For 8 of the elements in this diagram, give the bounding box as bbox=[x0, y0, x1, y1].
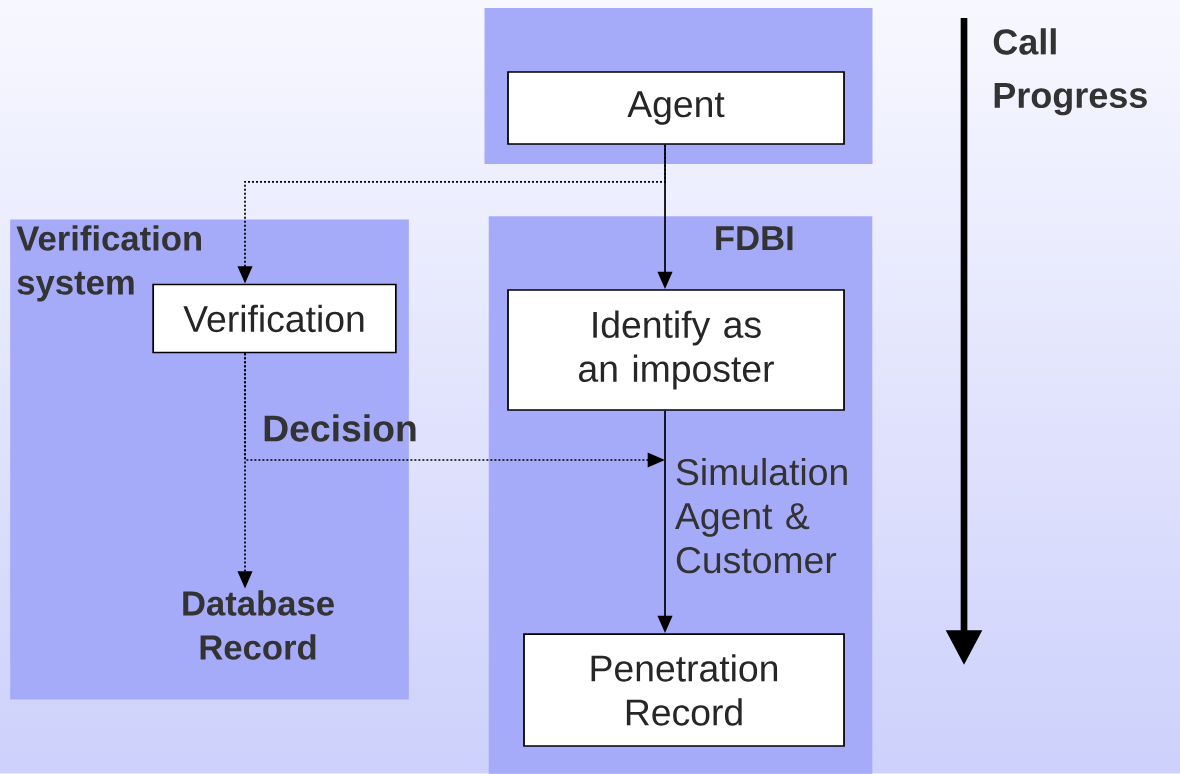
text-label: Database Record bbox=[183, 590, 334, 660]
process-box: Penetration Record bbox=[523, 633, 845, 747]
process-box: Identify as an imposter bbox=[507, 289, 845, 411]
process-box: Agent bbox=[507, 71, 845, 145]
axis-label: Call Progress bbox=[993, 28, 1147, 116]
edge-label: Decision bbox=[264, 414, 416, 442]
edge-label: Simulation Agent & Customer bbox=[672, 455, 865, 576]
process-box: Verification bbox=[152, 283, 397, 354]
